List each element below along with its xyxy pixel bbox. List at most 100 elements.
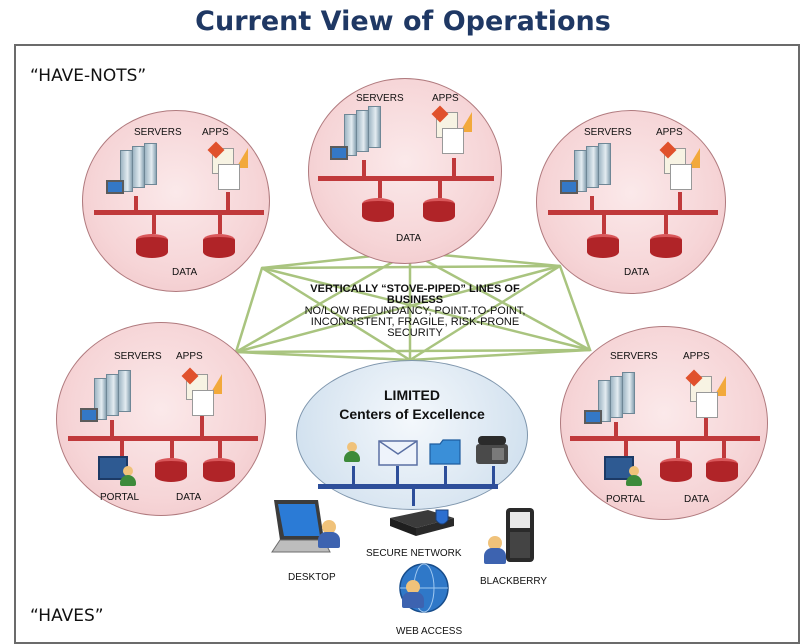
database-icon (362, 198, 394, 222)
bus-connector (664, 214, 668, 234)
database-icon (650, 234, 682, 258)
blackberry-label: BLACKBERRY (480, 576, 548, 587)
portal-label: PORTAL (100, 492, 140, 503)
bus-connector (590, 196, 594, 212)
network-bus (570, 436, 760, 441)
desktop-label: DESKTOP (288, 572, 336, 583)
data-label: DATA (172, 267, 198, 278)
monitor-icon (80, 408, 98, 422)
portal-label: PORTAL (606, 494, 646, 505)
apps-label: APPS (656, 127, 683, 138)
coe-network-bus (318, 484, 498, 489)
data-label: DATA (176, 492, 202, 503)
cluster-top-left (82, 110, 270, 292)
coe-bus-connector (444, 466, 447, 486)
cluster-top-center (308, 78, 502, 264)
database-icon (587, 234, 619, 258)
server-icon (144, 143, 157, 185)
coe-bus-connector (352, 466, 355, 486)
monitor-icon (106, 180, 124, 194)
apps-label: APPS (202, 127, 229, 138)
data-label: DATA (684, 494, 710, 505)
web-user-icon (402, 580, 424, 608)
bus-connector (120, 440, 124, 456)
coe-bus-connector (396, 466, 399, 486)
app-triangle-icon (210, 374, 222, 394)
server-icon (368, 106, 381, 148)
bus-connector (152, 214, 156, 234)
servers-label: SERVERS (356, 93, 404, 104)
bus-connector (722, 440, 726, 458)
desktop-user-icon (318, 520, 340, 548)
apps-label: APPS (176, 351, 203, 362)
data-label: DATA (396, 233, 422, 244)
bus-connector (676, 440, 680, 458)
bus-connector (624, 440, 628, 456)
bus-connector (452, 158, 456, 178)
stove-pipe-desc-line1: NO/LOW REDUNDANCY, POINT-TO-POINT, (304, 305, 526, 317)
laptop-icon (271, 500, 331, 553)
database-icon (155, 458, 187, 482)
coe-title-line2: Centers of Excellence (339, 406, 485, 422)
app-triangle-icon (714, 376, 726, 396)
coe-title: LIMITED Centers of Excellence (296, 386, 528, 424)
app-calculator-icon (670, 164, 692, 190)
bus-connector (678, 192, 682, 212)
haves-label: “HAVES” (30, 606, 104, 626)
bus-connector (134, 196, 138, 212)
apps-label: APPS (683, 351, 710, 362)
bus-connector (614, 422, 618, 438)
database-icon (136, 234, 168, 258)
database-icon (203, 234, 235, 258)
app-triangle-icon (236, 148, 248, 168)
users-icon (344, 442, 360, 462)
stove-pipe-desc-line3: SECURITY (387, 327, 443, 339)
server-icon (118, 370, 131, 412)
bus-connector (170, 440, 174, 458)
bus-connector (378, 180, 382, 198)
bus-connector (200, 416, 204, 438)
cluster-top-right (536, 110, 726, 294)
coe-title-line1: LIMITED (384, 387, 440, 403)
app-calculator-icon (218, 164, 240, 190)
network-bus (318, 176, 494, 181)
servers-label: SERVERS (134, 127, 182, 138)
network-bus (68, 436, 258, 441)
servers-label: SERVERS (114, 351, 162, 362)
secure-network-device-icon (390, 509, 454, 536)
monitor-icon (584, 410, 602, 424)
stove-pipe-desc-line2: INCONSISTENT, FRAGILE, RISK-PRONE (310, 316, 520, 328)
stove-pipe-description: VERTICALLY “STOVE-PIPED” LINES OF BUSINE… (240, 284, 590, 339)
user-icon (120, 466, 136, 486)
app-calculator-icon (696, 392, 718, 418)
monitor-icon (560, 180, 578, 194)
bus-connector (704, 418, 708, 438)
app-calculator-icon (442, 128, 464, 154)
monitor-icon (330, 146, 348, 160)
user-icon (626, 466, 642, 486)
database-icon (203, 458, 235, 482)
servers-label: SERVERS (610, 351, 658, 362)
email-icon (378, 440, 418, 466)
web-access-label: WEB ACCESS (396, 626, 463, 637)
blackberry-user-icon (484, 536, 506, 564)
network-bus (94, 210, 264, 215)
folder-icon (429, 439, 461, 465)
coe-bus-connector (412, 488, 415, 506)
database-icon (660, 458, 692, 482)
servers-label: SERVERS (584, 127, 632, 138)
bus-connector (110, 420, 114, 438)
bus-connector (438, 180, 442, 198)
network-bus (548, 210, 718, 215)
app-triangle-icon (460, 112, 472, 132)
have-nots-label: “HAVE-NOTS” (30, 66, 147, 86)
stove-pipe-heading-line1: VERTICALLY “STOVE-PIPED” LINES OF (310, 283, 520, 295)
server-icon (598, 143, 611, 185)
phone-icon (476, 436, 508, 464)
bus-connector (226, 192, 230, 212)
blackberry-icon (506, 508, 534, 562)
bus-connector (602, 214, 606, 234)
app-calculator-icon (192, 390, 214, 416)
app-triangle-icon (688, 148, 700, 168)
